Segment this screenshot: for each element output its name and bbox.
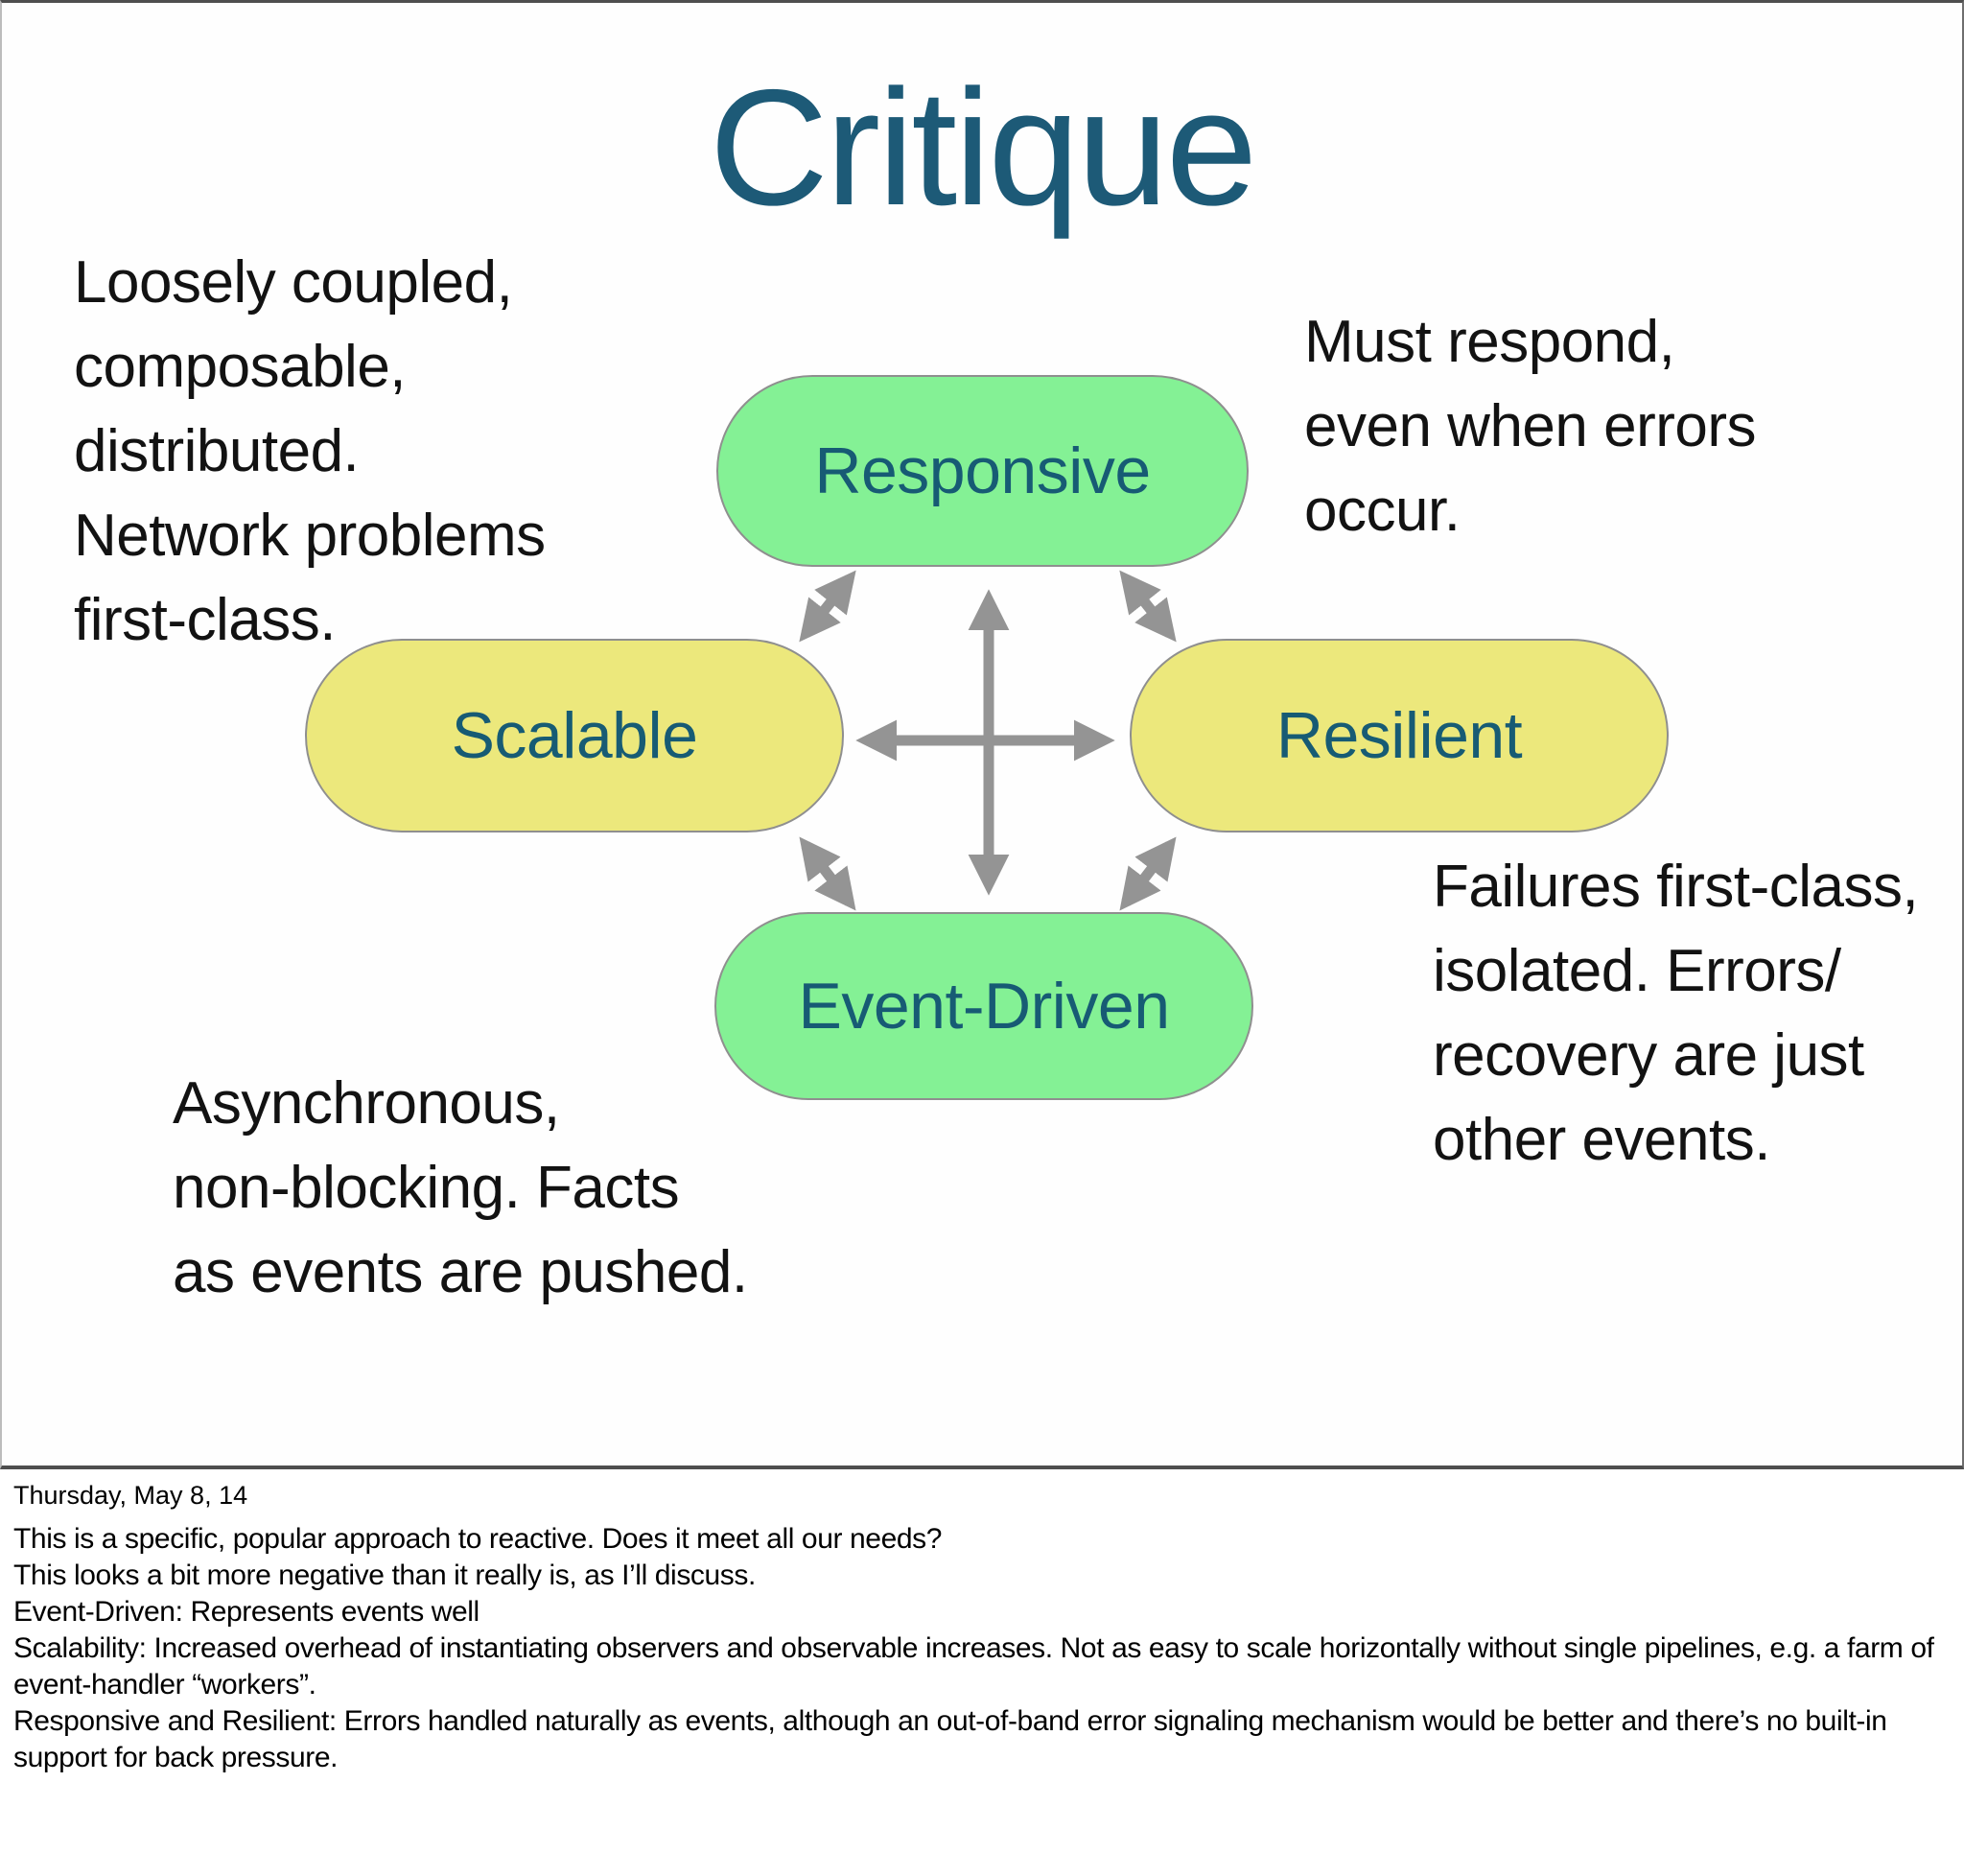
slide-frame: Critique Loosely coupled, composable, di… [0, 0, 1964, 1469]
node-scalable-label: Scalable [451, 699, 698, 772]
arrow-scalable-eventdriven [799, 836, 856, 911]
annotation-bottom-left: Asynchronous, non-blocking. Facts as eve… [173, 1070, 748, 1306]
node-resilient: Resilient [1130, 639, 1669, 832]
presenter-note: This looks a bit more negative than it r… [13, 1559, 756, 1591]
annotation-bottom-right: Failures first-class, isolated. Errors/ … [1433, 854, 1919, 1174]
slide-date: Thursday, May 8, 14 [13, 1481, 248, 1510]
presenter-notes: This is a specific, popular approach to … [13, 1521, 1960, 1776]
node-resilient-label: Resilient [1275, 699, 1523, 772]
arrow-responsive-scalable [799, 570, 856, 643]
annotation-top-right: Must respond, even when errors occur. [1304, 309, 1757, 545]
node-event-driven-label: Event-Driven [798, 970, 1170, 1043]
node-scalable: Scalable [305, 639, 844, 832]
presenter-note: Event-Driven: Represents events well [13, 1596, 479, 1628]
node-responsive: Responsive [716, 375, 1249, 567]
presenter-note: This is a specific, popular approach to … [13, 1523, 943, 1555]
node-event-driven: Event-Driven [714, 912, 1253, 1100]
annotation-top-left: Loosely coupled, composable, distributed… [74, 249, 546, 654]
presenter-note: Scalability: Increased overhead of insta… [13, 1632, 1934, 1700]
connection-arrows [799, 570, 1177, 911]
node-responsive-label: Responsive [814, 434, 1151, 507]
arrow-responsive-resilient [1119, 570, 1177, 643]
arrow-resilient-eventdriven [1119, 836, 1177, 911]
presenter-note: Responsive and Resilient: Errors handled… [13, 1705, 1887, 1773]
slide-title: Critique [709, 56, 1258, 240]
